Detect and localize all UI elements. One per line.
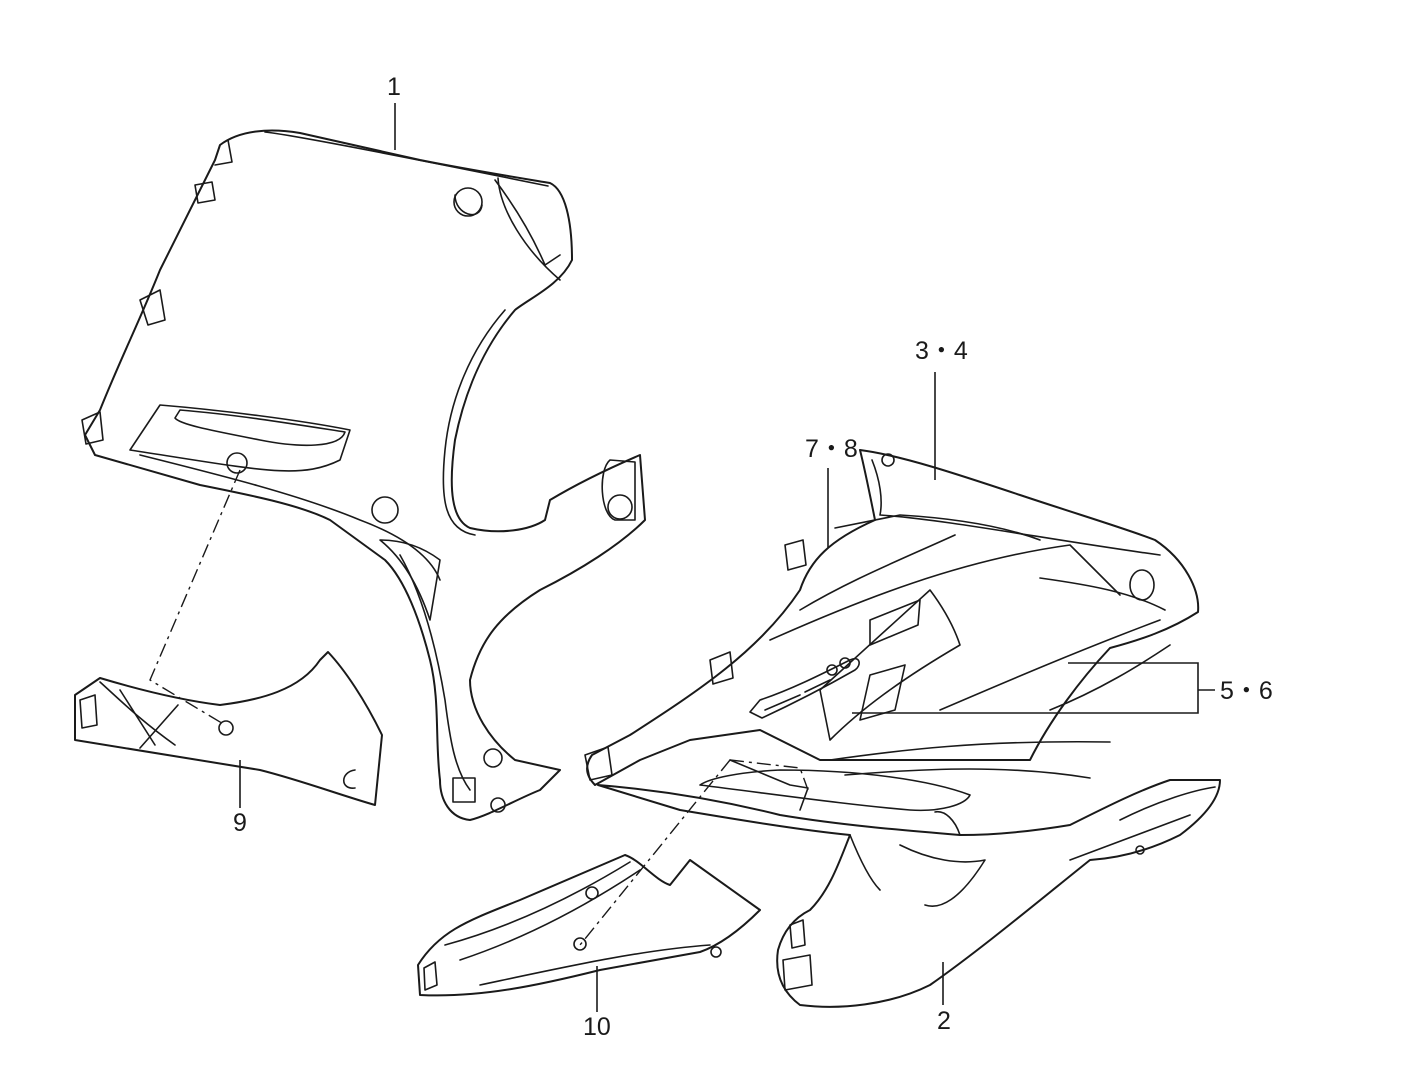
callout-10: 10 xyxy=(583,1013,611,1041)
part-10-lower-panel xyxy=(417,854,761,997)
callout-9: 9 xyxy=(233,809,247,837)
callout-1: 1 xyxy=(387,73,401,101)
leader-5-6 xyxy=(852,662,1199,714)
callout-5-6: 5・6 xyxy=(1220,677,1273,705)
leader-lines xyxy=(239,103,1215,1012)
part-1-inner-panel xyxy=(81,129,646,821)
callout-3-4: 3・4 xyxy=(915,337,968,365)
callout-7-8: 7・8 xyxy=(805,435,858,463)
part-2-lower-cowl xyxy=(597,759,1221,1008)
assembly-lines xyxy=(149,469,731,946)
callout-2: 2 xyxy=(937,1007,951,1035)
part-9-lower-panel xyxy=(74,651,383,806)
part-3-4-side-cowl xyxy=(584,449,1200,786)
